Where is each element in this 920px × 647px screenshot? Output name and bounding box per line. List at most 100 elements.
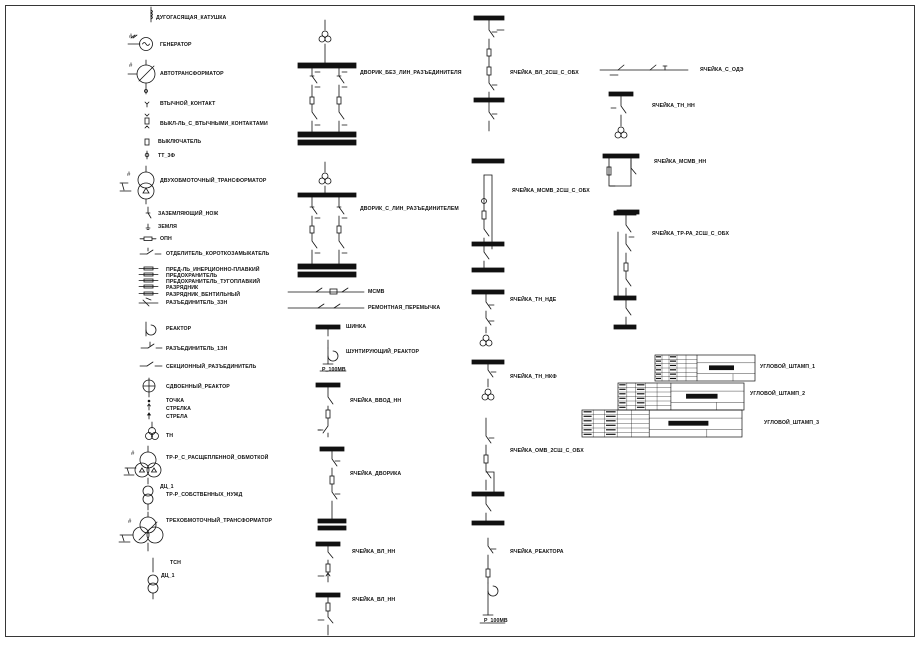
label-corner-stamp-2: УГЛОВОЙ_ШТАМП_2 bbox=[750, 391, 806, 397]
legend-label-withdrawable-breaker: ВЫКЛ-ЛЬ_С_ВТЫЧНЫМИ_КОНТАКТАМИ bbox=[160, 121, 268, 127]
arc-coil-symbol bbox=[150, 6, 153, 23]
svg-text:#: # bbox=[131, 451, 135, 457]
stamp-text-mark bbox=[656, 364, 661, 367]
legend-label-inertial-fuse: ПРЕД-ЛЬ_ИНЕРЦИОННО-ПЛАВКИЙ bbox=[166, 267, 260, 273]
legend-symbols: # # bbox=[118, 6, 164, 600]
line-cell-2bus-bypass bbox=[473, 15, 505, 132]
msmv-cell-2bus-bypass bbox=[471, 158, 505, 273]
legend-label-arrowhead: СТРЕЛА bbox=[166, 414, 188, 420]
legend-label-tsn: ТСН bbox=[170, 560, 181, 566]
stamp-text-mark bbox=[656, 369, 661, 371]
column2-schematics bbox=[287, 19, 365, 636]
transformer-cell-2bus-bypass bbox=[613, 210, 637, 330]
stamp-title-mark bbox=[709, 365, 734, 371]
legend-label-surge-arrester: ОПН bbox=[160, 236, 172, 242]
label-vt-lv-cell: ЯЧЕЙКА_ТН_НН bbox=[652, 103, 695, 109]
auxiliary-transformer-symbol bbox=[142, 485, 154, 511]
legend-label-valve-discharger: РАЗРЯДНИК_ВЕНТИЛЬНЫЙ bbox=[166, 292, 241, 298]
separator-shorting-switch-symbol bbox=[139, 247, 162, 255]
stamp-text-mark bbox=[583, 429, 592, 431]
svg-text:#: # bbox=[128, 519, 132, 525]
three-winding-transformer-symbol: # bbox=[118, 511, 164, 552]
legend-label-arc-coil: ДУГОГАСЯЩАЯ_КАТУШКА bbox=[156, 15, 227, 21]
legend-label-split-winding-transformer: ТР-Р_С_РАСЩЕПЛЕННОЙ_ОБМОТКОЙ bbox=[166, 455, 269, 461]
stamp-text-mark bbox=[656, 377, 661, 380]
stamp-text-mark bbox=[636, 384, 645, 386]
ode-cell bbox=[599, 64, 689, 76]
svg-text:#: # bbox=[127, 172, 131, 178]
label-transformer-cell: ЯЧЕЙКА_ТР-РА_2СШ_С_ОБХ bbox=[652, 231, 730, 237]
stamp-text-mark bbox=[583, 420, 592, 422]
stamp-text-mark bbox=[619, 402, 626, 404]
omv-cell-2bus-bypass bbox=[471, 417, 505, 526]
legend-label-refractory-fuse: ПРЕДОХРАНИТЕЛЬ_ТУГОПЛАВКИЙ bbox=[166, 279, 261, 285]
yard-with-line-disconnector bbox=[297, 161, 357, 278]
stamp-text-mark bbox=[636, 402, 645, 404]
stamp-text-mark bbox=[583, 411, 592, 413]
voltage-transformer-symbol bbox=[145, 421, 159, 440]
label-msmv-cell-2bus-bypass: ЯЧЕЙКА_МСМВ_2СШ_С_ОБХ bbox=[512, 188, 590, 194]
disconnector-1zn-symbol bbox=[140, 341, 163, 349]
label-vt-nkf-cell: ЯЧЕЙКА_ТН_НКФ bbox=[510, 374, 557, 380]
label-repair-jumper: РЕМОНТНАЯ_ПЕРЕМЫЧКА bbox=[368, 305, 441, 311]
reactor-symbol bbox=[145, 321, 157, 337]
legend-label-ground: ЗЕМЛЯ bbox=[158, 224, 177, 230]
sheet-border bbox=[5, 5, 915, 637]
stamp-text-mark bbox=[606, 433, 616, 435]
line-lv-cell-1 bbox=[315, 541, 341, 583]
label-yard-cell: ЯЧЕЙКА_ДВОРИКА bbox=[350, 471, 402, 477]
yard-cell bbox=[317, 446, 347, 531]
label-busbar: ШИНКА bbox=[346, 324, 367, 330]
label-omv-cell-2bus-bypass: ЯЧЕЙКА_ОМВ_2СШ_С_ОБХ bbox=[510, 448, 584, 454]
svg-text:#: # bbox=[129, 34, 133, 40]
reactor-cell bbox=[479, 537, 506, 624]
earthing-knife-symbol bbox=[145, 206, 152, 219]
corner-stamp-3 bbox=[581, 409, 743, 438]
label-corner-stamp-3: УГЛОВОЙ_ШТАМП_3 bbox=[764, 420, 820, 426]
legend-label-breaker: ВЫКЛЮЧАТЕЛЬ bbox=[158, 139, 202, 145]
legend-label-dot: ТОЧКА bbox=[166, 398, 185, 404]
dot-symbol bbox=[147, 399, 151, 403]
label-shunt-reactor-rating: Р_100МВ bbox=[322, 367, 346, 373]
stamp-text-mark bbox=[606, 429, 616, 431]
stamp-text-mark bbox=[606, 420, 616, 422]
arrow-symbol bbox=[147, 403, 151, 411]
stamp-text-mark bbox=[583, 433, 592, 435]
generator-symbol: # bbox=[127, 34, 153, 51]
stamp-text-mark bbox=[656, 373, 661, 375]
corner-stamp-1 bbox=[654, 354, 756, 382]
surge-arrester-symbol bbox=[139, 236, 157, 241]
stamp-text-mark bbox=[606, 411, 616, 413]
ct-3ph-symbol bbox=[144, 150, 150, 160]
legend-label-tsn-code: ДЦ_1 bbox=[161, 573, 175, 579]
stamp-text-mark bbox=[670, 356, 676, 358]
stamp-text-mark bbox=[636, 397, 645, 399]
column3-schematics bbox=[471, 15, 506, 624]
sectional-disconnector-symbol bbox=[139, 361, 163, 367]
vt-nkf-cell bbox=[471, 359, 505, 401]
legend-label-arrow: СТРЕЛКА bbox=[166, 406, 191, 412]
stamp-text-mark bbox=[670, 360, 676, 362]
stamp-text-mark bbox=[619, 393, 626, 395]
stamp-text-mark bbox=[619, 388, 626, 390]
msmv-symbol bbox=[287, 287, 365, 295]
label-yard-with-line-disconnector: ДВОРИК_С_ЛИН_РАЗЪЕДИНИТЕЛЕМ bbox=[360, 206, 459, 212]
legend-label-autotransformer: АВТОТРАНСФОРМАТОР bbox=[160, 71, 224, 77]
legend-label-disconnector-1zn: РАЗЪЕДИНИТЕЛЬ_1ЗН bbox=[166, 346, 228, 352]
label-corner-stamp-1: УГЛОВОЙ_ШТАМП_1 bbox=[760, 364, 816, 370]
label-line-lv-cell-2: ЯЧЕЙКА_ВЛ_НН bbox=[352, 597, 396, 603]
shunt-reactor-symbol bbox=[319, 339, 347, 372]
stamp-text-mark bbox=[606, 424, 616, 426]
legend-label-ct-3ph: ТТ_3Ф bbox=[158, 153, 176, 159]
label-vt-nde-cell: ЯЧЕЙКА_ТН_НДЕ bbox=[510, 297, 557, 303]
station-service-transformer-symbol bbox=[147, 557, 159, 600]
legend-label-reactor: РЕАКТОР bbox=[166, 326, 192, 332]
legend-label-fuse: ПРЕДОХРАНИТЕЛЬ bbox=[166, 273, 218, 279]
msmv-lv-cell bbox=[602, 153, 640, 215]
legend-label-two-winding-transformer: ДВУХОБМОТОЧНЫЙ_ТРАНСФОРМАТОР bbox=[160, 178, 267, 184]
legend-label-plug-contact: ВТЫЧНОЙ_КОНТАКТ bbox=[160, 101, 216, 107]
label-input-lv-cell: ЯЧЕЙКА_ВВОД_НН bbox=[350, 398, 402, 404]
legend-label-discharger: РАЗРЯДНИК bbox=[166, 285, 199, 291]
